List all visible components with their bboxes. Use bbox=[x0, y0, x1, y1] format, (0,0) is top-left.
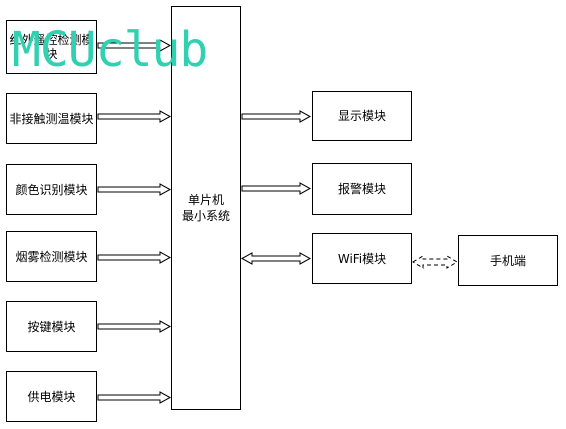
phone-terminal: 手机端 bbox=[458, 235, 558, 286]
phone-label: 手机端 bbox=[489, 253, 526, 268]
right-module-label: 报警模块 bbox=[337, 182, 386, 196]
right-module-label: 显示模块 bbox=[337, 109, 386, 123]
right-module-display: 显示模块 bbox=[312, 91, 412, 141]
left-module-key: 按键模块 bbox=[6, 301, 97, 352]
right-module-wifi: WiFi模块 bbox=[312, 233, 412, 284]
arrow-temperature-to-mcu bbox=[97, 110, 172, 123]
left-module-smoke: 烟雾检测模块 bbox=[6, 231, 97, 282]
mcu-label-line2: 最小系统 bbox=[181, 209, 230, 223]
arrow-key-to-mcu bbox=[97, 320, 172, 333]
watermark-text: MCUclub bbox=[12, 22, 208, 78]
right-module-alarm: 报警模块 bbox=[312, 163, 412, 215]
left-module-label: 非接触测温模块 bbox=[9, 111, 94, 126]
left-module-power: 供电模块 bbox=[6, 371, 97, 422]
left-module-infrared: 红外遥控检测模块 bbox=[6, 20, 97, 74]
right-module-label: WiFi模块 bbox=[337, 251, 387, 266]
left-module-temperature: 非接触测温模块 bbox=[6, 93, 97, 144]
arrow-power-to-mcu bbox=[97, 391, 172, 404]
mcu-minimum-system: 单片机 最小系统 bbox=[171, 6, 241, 410]
arrow-mcu-wifi-bidirectional bbox=[240, 252, 312, 265]
arrow-mcu-to-alarm bbox=[241, 182, 312, 195]
left-module-color: 颜色识别模块 bbox=[6, 164, 97, 215]
left-module-label: 烟雾检测模块 bbox=[15, 249, 88, 264]
arrow-mcu-to-display bbox=[241, 110, 312, 123]
mcu-label-line1: 单片机 bbox=[187, 193, 224, 207]
arrow-smoke-to-mcu bbox=[97, 251, 172, 264]
left-module-label: 红外遥控检测模块 bbox=[9, 33, 94, 61]
left-module-label: 按键模块 bbox=[27, 319, 76, 334]
left-module-label: 供电模块 bbox=[27, 389, 76, 404]
arrow-wifi-phone-dashed bbox=[412, 255, 458, 269]
arrow-color-to-mcu bbox=[97, 183, 172, 196]
left-module-label: 颜色识别模块 bbox=[15, 182, 88, 197]
